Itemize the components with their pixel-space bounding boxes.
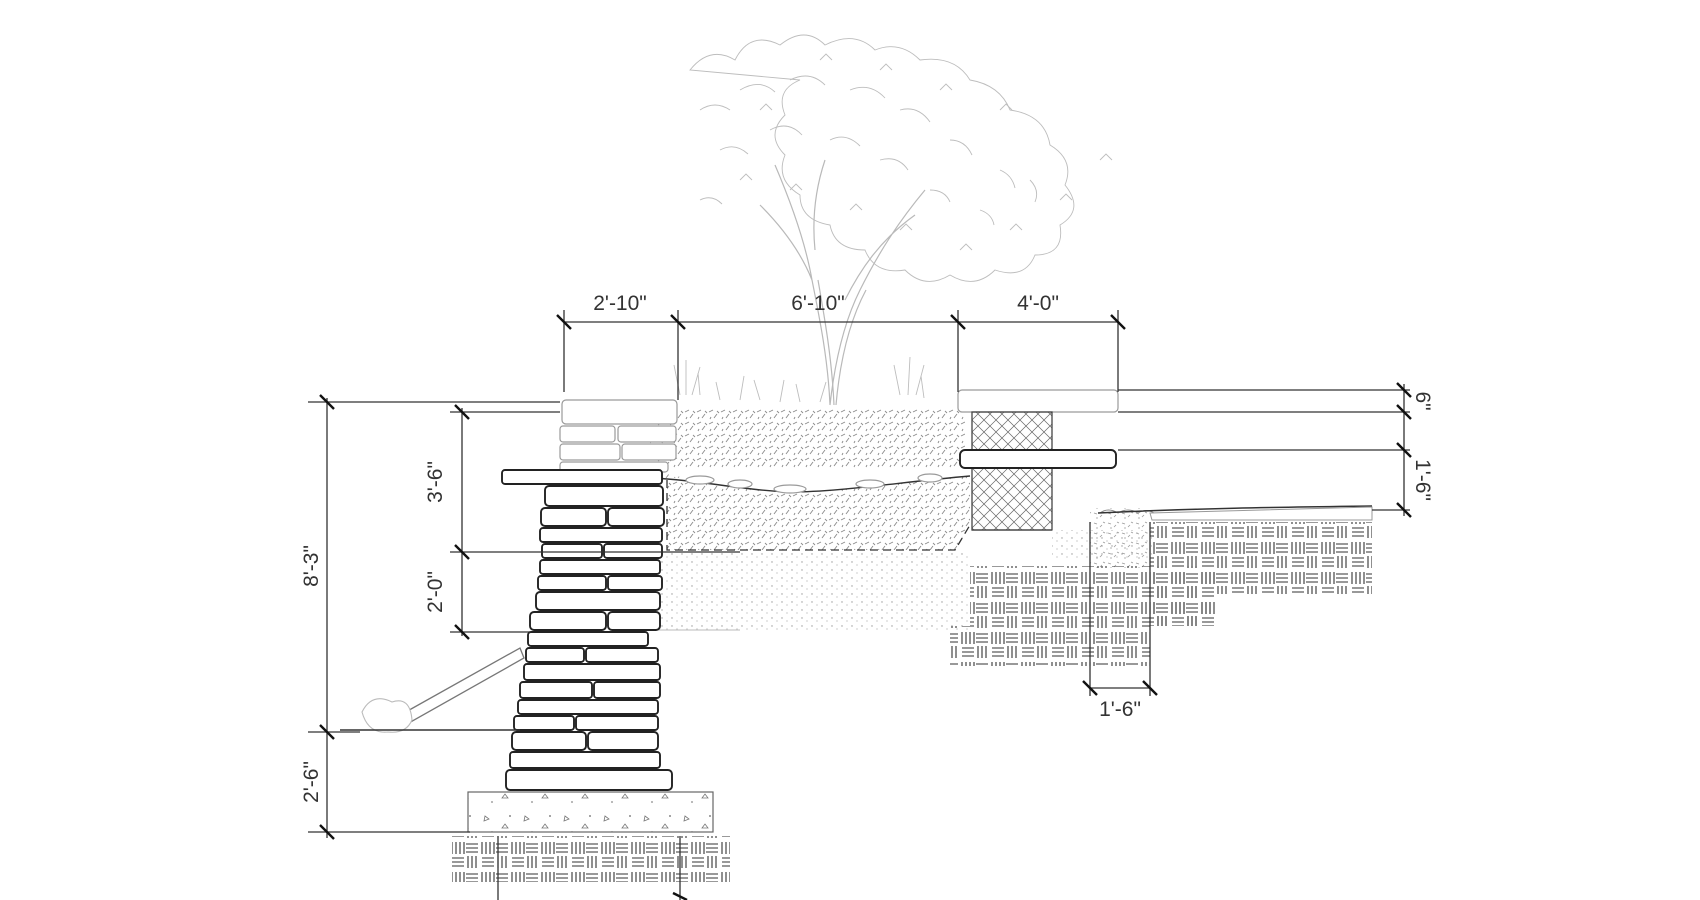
concrete-footing <box>452 791 730 882</box>
dim-footing-depth: 2'-6" <box>300 761 323 803</box>
native-soil <box>950 522 1372 666</box>
dim-top-left-width: 2'-10" <box>593 292 647 315</box>
dim-gravel-width: 1'-6" <box>1099 698 1141 721</box>
drain-pipe <box>361 647 525 733</box>
dim-top-right-width: 4'-0" <box>1017 292 1059 315</box>
tree-illustration <box>673 34 1113 406</box>
dim-right-wall-height: 1'-6" <box>1411 459 1434 501</box>
dim-left-total-height: 8'-3" <box>300 545 323 587</box>
planting-bed <box>649 408 971 631</box>
dim-right-cap-height: 6" <box>1411 391 1434 410</box>
tree-canopy <box>689 34 1113 282</box>
dimension-lines <box>308 310 1412 900</box>
planting-shrubs <box>673 356 925 403</box>
dim-left-upper-height: 3'-6" <box>424 461 447 503</box>
dim-top-mid-width: 6'-10" <box>791 292 845 315</box>
pebble-stones <box>685 473 943 494</box>
dry-stone-wall <box>501 399 678 791</box>
gabion-wall <box>957 389 1373 568</box>
dim-left-lower-height: 2'-0" <box>424 571 447 613</box>
